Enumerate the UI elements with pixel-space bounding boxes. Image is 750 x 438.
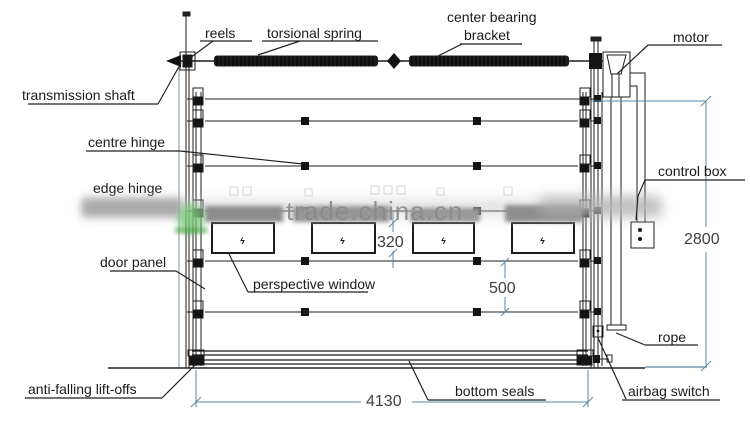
window-glyphs: ϟ ϟ ϟ ϟ [240,236,545,246]
label-transmission-shaft: transmission shaft [22,87,135,103]
dimension-lines [190,95,712,408]
control-box-part [630,221,655,249]
label-edge-hinge: edge hinge [93,180,163,196]
dim-panel-height: 500 [489,280,516,297]
label-perspective-window: perspective window [253,276,376,292]
svg-text:ϟ: ϟ [240,236,245,246]
label-rope: rope [658,329,686,345]
label-motor: motor [673,29,709,45]
window-3 [412,222,475,254]
label-control-box: control box [658,163,726,179]
center-bearing-bracket-part [387,53,401,69]
reel-left [179,51,196,71]
torsional-spring-right [409,55,569,67]
bottom-seal-rail [192,350,588,365]
label-centre-hinge: centre hinge [88,134,165,150]
watermark-green-logo [178,204,204,234]
shaft-arrow [166,55,181,67]
label-reels: reels [205,25,235,41]
motor-part [602,51,631,98]
label-anti-falling: anti-falling lift-offs [28,381,137,397]
label-center-bearing-1: center bearing [447,9,537,25]
window-2 [311,222,376,254]
watermark-text: trade.china.cn [286,196,463,226]
floor-line [108,366,707,369]
svg-text:ϟ: ϟ [441,236,446,246]
label-bottom-seals: bottom seals [455,383,534,399]
anti-falling-device-left [187,349,205,366]
label-center-bearing-2: bracket [464,27,510,43]
label-airbag-switch: airbag switch [628,383,710,399]
label-door-panel: door panel [100,254,166,270]
label-torsional-spring: torsional spring [267,25,362,41]
svg-text:ϟ: ϟ [540,236,545,246]
motor-wiring [630,72,646,222]
svg-text:ϟ: ϟ [340,236,345,246]
perspective-windows [211,222,575,254]
dim-window-height: 320 [377,234,404,251]
watermark: trade.china.cn [82,185,662,234]
leader-lines [25,40,745,401]
dim-door-height: 2800 [684,231,720,248]
shaft-coupler [589,53,602,69]
window-4 [511,222,575,254]
airbag-switch-part [592,325,604,338]
dim-door-width: 4130 [366,393,402,410]
torsional-spring-left [214,55,378,67]
window-1 [211,222,275,254]
